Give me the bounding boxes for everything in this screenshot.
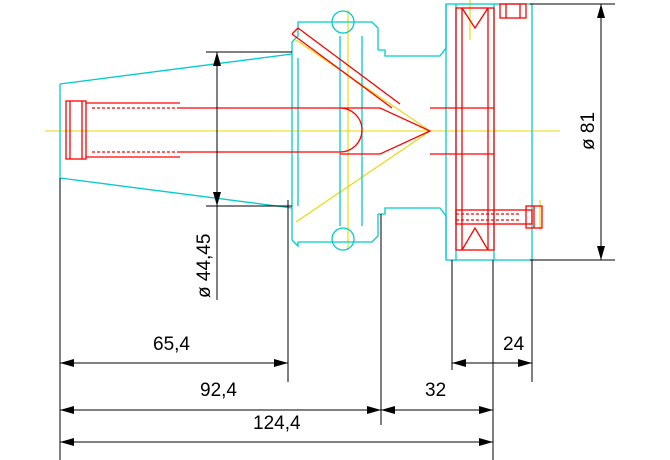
dim-length-c: 124,4 [253, 413, 301, 434]
dim-length-d: 32 [425, 380, 446, 401]
ball-top [331, 10, 355, 34]
dim-length-b: 92,4 [200, 380, 237, 401]
dim-length-a: 65,4 [153, 334, 190, 355]
dimension-lines [60, 4, 605, 446]
extension-lines [59, 3, 615, 460]
centerlines [45, 0, 560, 250]
holder-outline [59, 3, 533, 261]
dim-length-e: 24 [503, 334, 525, 355]
dim-shank-diameter: ø 44,45 [194, 234, 215, 298]
ball-bottom [331, 227, 355, 251]
dim-flange-diameter: ø 81 [578, 112, 599, 150]
hidden-features [65, 3, 543, 251]
